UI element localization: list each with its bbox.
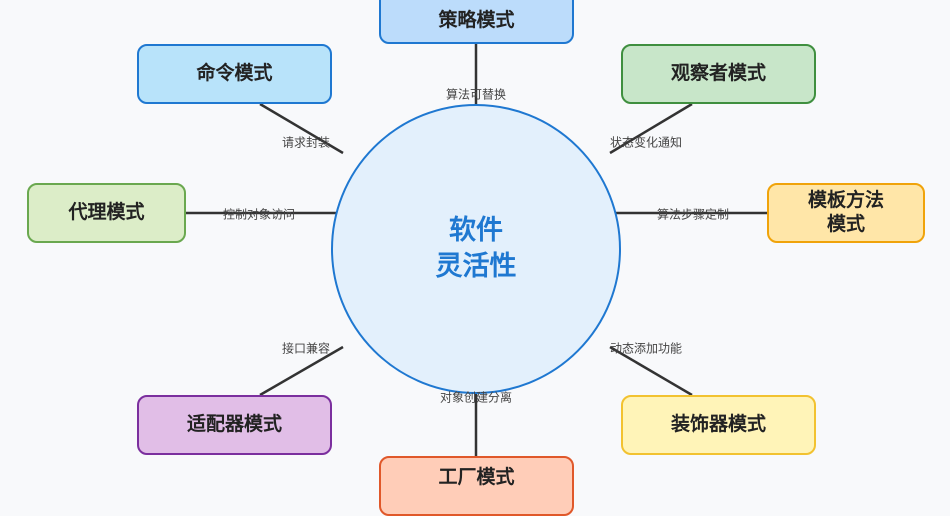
edge-label-template: 算法步骤定制: [656, 207, 730, 222]
edge-decorator: [609, 345, 693, 397]
node-factory-label: 工厂模式: [438, 466, 515, 489]
center-label: 软件 灵活性: [435, 214, 517, 282]
edge-label-strategy: 算法可替换: [445, 87, 507, 102]
edge-command: [259, 102, 344, 155]
node-factory: 工厂模式: [379, 456, 574, 516]
node-command: 命令模式: [137, 44, 332, 104]
edge-label-command: 请求封装: [281, 135, 331, 150]
edge-label-adapter: 接口兼容: [281, 341, 331, 356]
edge-label-factory: 对象创建分离: [439, 390, 513, 405]
node-command-label: 命令模式: [196, 62, 273, 85]
node-adapter-label: 适配器模式: [186, 413, 282, 436]
node-proxy-label: 代理模式: [68, 201, 145, 224]
node-observer: 观察者模式: [621, 44, 816, 104]
node-decorator: 装饰器模式: [621, 395, 816, 455]
design-pattern-diagram: 软件 灵活性 策略模式 命令模式 观察者模式 代理模式 模板方法 模式 适配器模…: [27, 0, 925, 516]
edge-label-decorator: 动态添加功能: [609, 341, 683, 356]
center-node: 软件 灵活性: [331, 104, 621, 394]
node-strategy: 策略模式: [379, 0, 574, 44]
node-template: 模板方法 模式: [767, 183, 925, 243]
node-adapter: 适配器模式: [137, 395, 332, 455]
node-observer-label: 观察者模式: [670, 62, 766, 85]
node-strategy-label: 策略模式: [438, 9, 515, 32]
edge-adapter: [259, 345, 344, 397]
edge-label-proxy: 控制对象访问: [222, 207, 296, 222]
edge-label-observer: 状态变化通知: [609, 135, 683, 150]
node-proxy: 代理模式: [27, 183, 186, 243]
edge-observer: [609, 102, 693, 155]
edge-layer: [186, 44, 767, 456]
node-template-label: 模板方法 模式: [807, 189, 884, 235]
node-decorator-label: 装饰器模式: [670, 413, 766, 436]
